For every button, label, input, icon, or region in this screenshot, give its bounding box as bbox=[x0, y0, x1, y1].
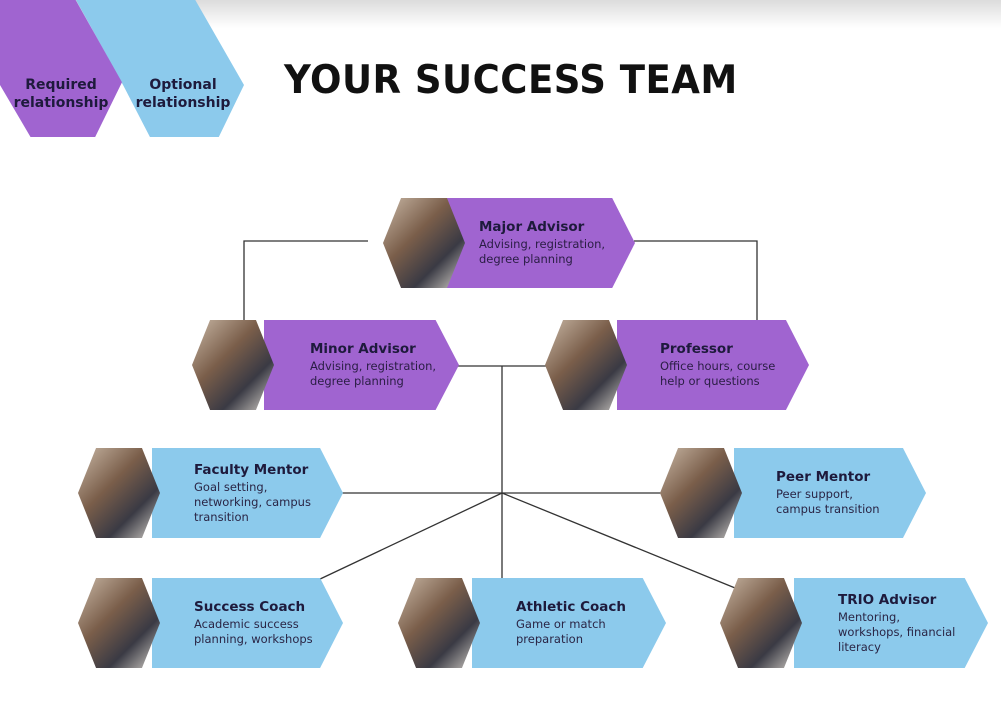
photo-peer-mentor bbox=[660, 448, 742, 538]
node-desc: Office hours, course help or questions bbox=[660, 359, 776, 388]
node-desc: Academic success planning, workshops bbox=[194, 617, 313, 646]
node-name: Athletic Coach bbox=[516, 599, 626, 615]
node-desc: Advising, registration, degree planning bbox=[479, 237, 606, 266]
photo-success-coach bbox=[78, 578, 160, 668]
node-name: Major Advisor bbox=[479, 219, 585, 235]
photo-minor-advisor bbox=[192, 320, 274, 410]
node-name: Peer Mentor bbox=[776, 469, 871, 485]
line-major-professor bbox=[634, 240, 758, 322]
legend-required-label: Required relationship bbox=[13, 76, 109, 111]
photo-athletic-coach bbox=[398, 578, 480, 668]
node-desc: Goal setting, networking, campus transit… bbox=[194, 479, 311, 524]
legend-optional-label: Optional relationship bbox=[135, 76, 231, 111]
node-desc: Game or match preparation bbox=[516, 617, 606, 646]
node-name: Faculty Mentor bbox=[194, 461, 309, 478]
line-trio bbox=[501, 492, 741, 591]
band-optional bbox=[152, 578, 343, 668]
photo-trio-advisor bbox=[720, 578, 802, 668]
node-name: TRIO Advisor bbox=[838, 591, 937, 608]
line-success bbox=[317, 492, 503, 581]
photo-major-advisor bbox=[383, 198, 465, 288]
photo-professor bbox=[545, 320, 627, 410]
band-optional bbox=[734, 448, 926, 538]
page-title: YOUR SUCCESS TEAM bbox=[284, 58, 738, 103]
line-major-minor bbox=[243, 240, 368, 322]
band-required bbox=[445, 198, 635, 288]
node-name: Success Coach bbox=[194, 599, 306, 615]
node-desc: Advising, registration, degree planning bbox=[310, 359, 437, 388]
band-optional bbox=[794, 578, 988, 668]
node-name: Minor Advisor bbox=[310, 341, 416, 357]
node-desc: Mentoring, workshops, financial literacy bbox=[838, 609, 956, 654]
band-required bbox=[264, 320, 459, 410]
node-desc: Peer support, campus transition bbox=[776, 487, 880, 516]
band-optional bbox=[152, 448, 343, 538]
node-name: Professor bbox=[660, 341, 733, 357]
band-optional bbox=[472, 578, 666, 668]
band-required bbox=[617, 320, 809, 410]
photo-faculty-mentor bbox=[78, 448, 160, 538]
